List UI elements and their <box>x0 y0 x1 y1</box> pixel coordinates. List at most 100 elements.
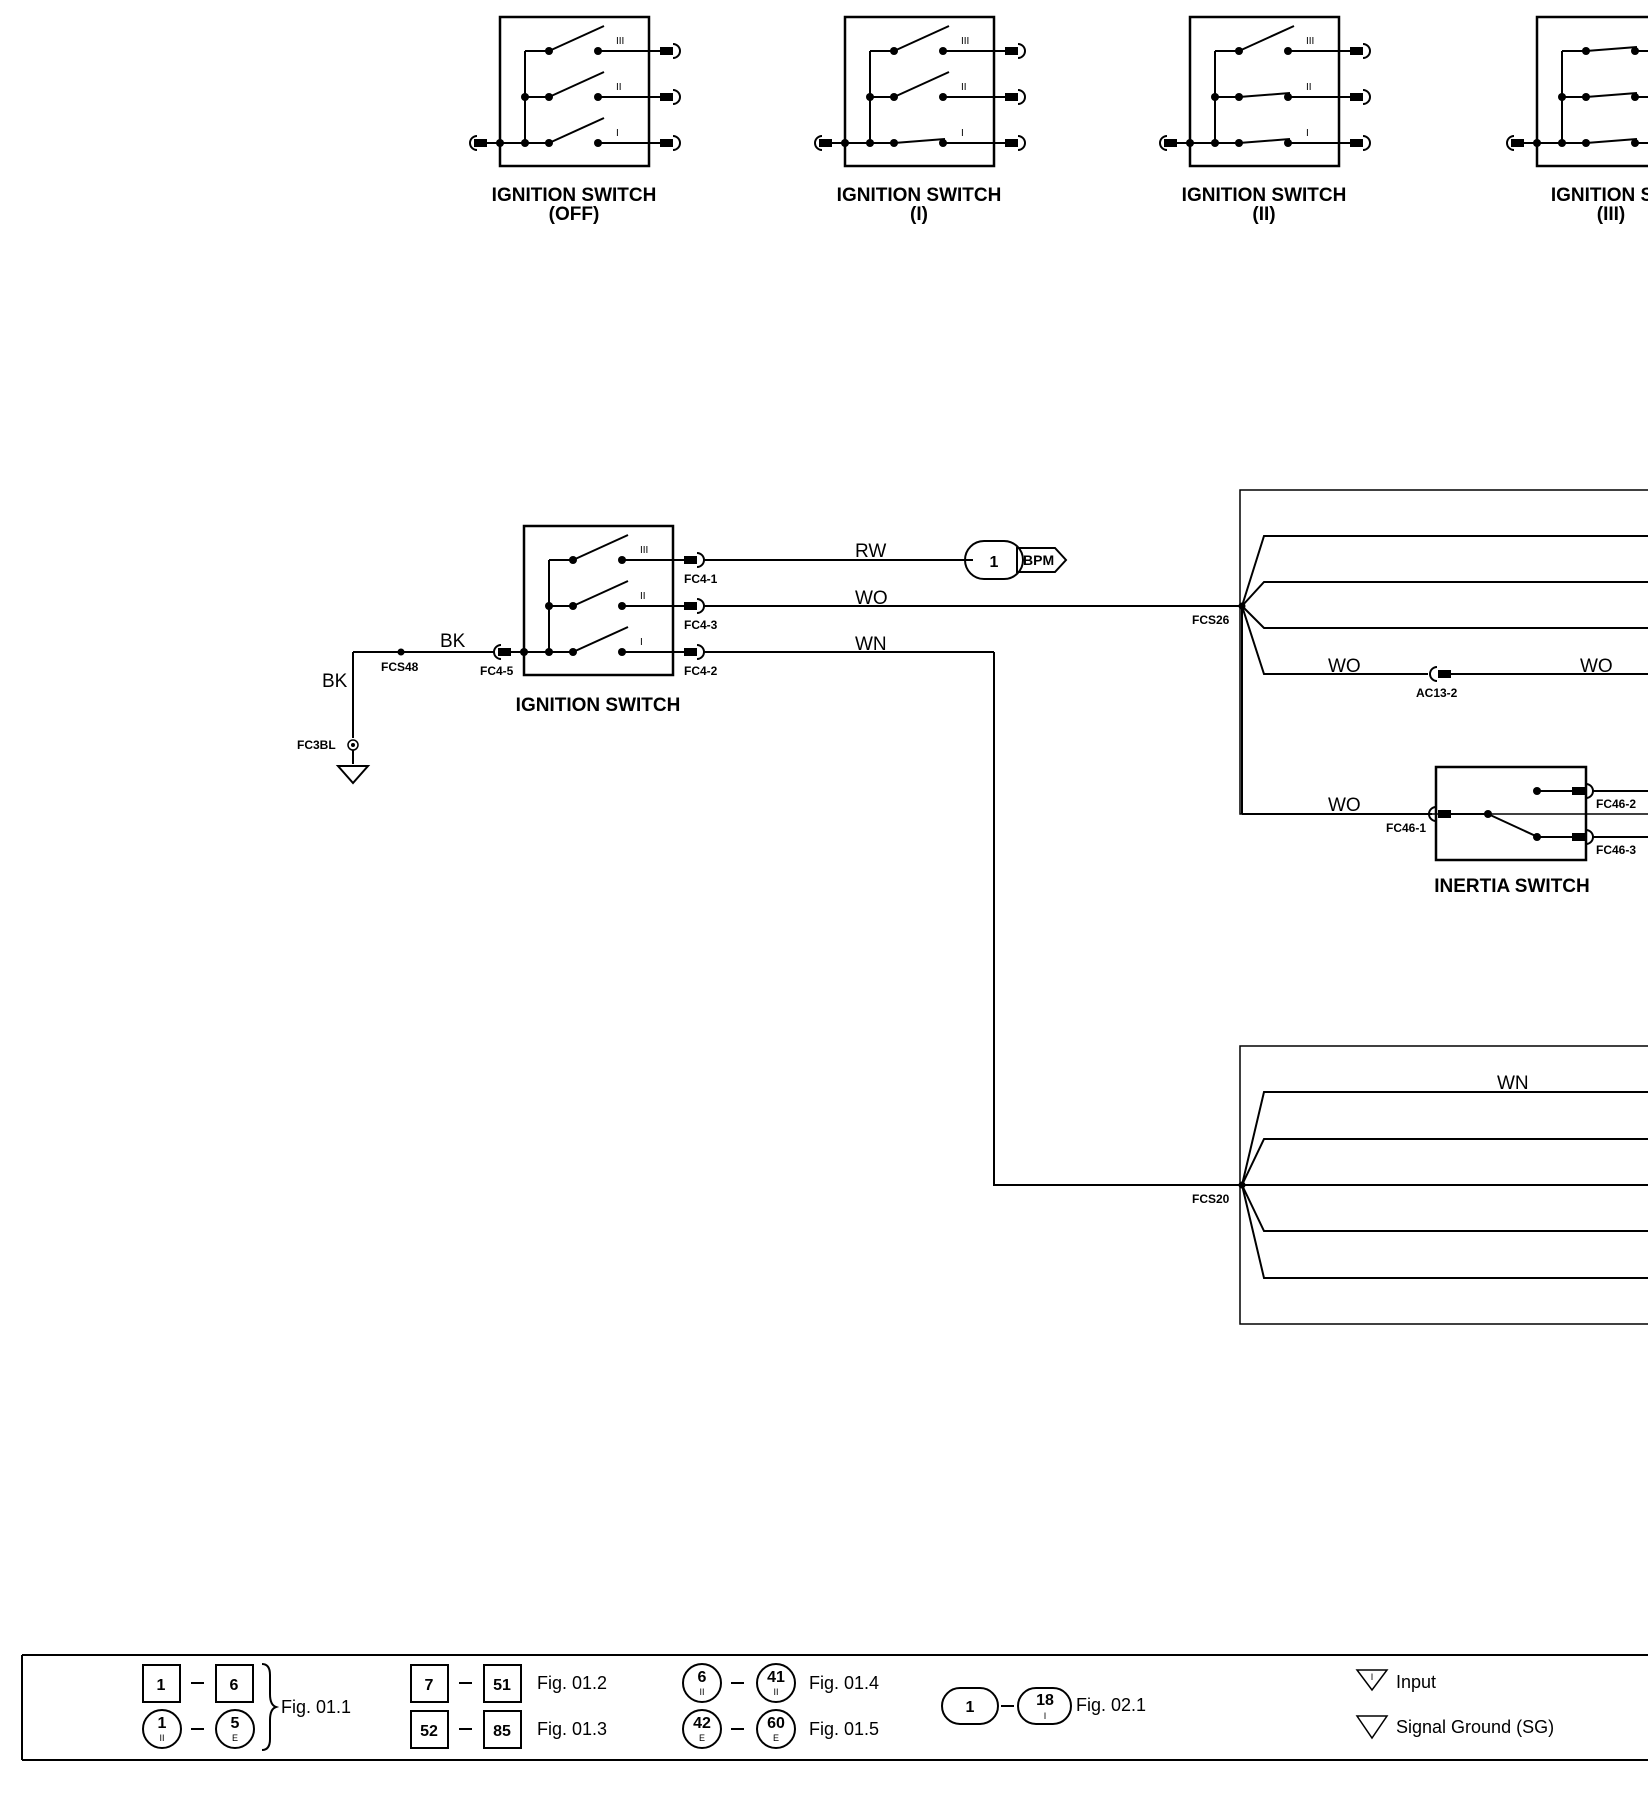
svg-text:Fig. 01.3: Fig. 01.3 <box>537 1719 607 1739</box>
svg-text:1: 1 <box>157 1677 166 1694</box>
svg-text:5: 5 <box>231 1715 240 1732</box>
svg-text:85: 85 <box>493 1723 511 1740</box>
fcs26-bundle-box <box>1239 489 1648 815</box>
wire-label-bk-2: BK <box>322 671 348 692</box>
splice-fcs26: FCS26 <box>1192 613 1230 627</box>
svg-text:41: 41 <box>767 1669 785 1686</box>
state-pos-label: III <box>961 36 969 47</box>
wire-label-wo: WO <box>855 588 888 609</box>
wire-label-bk-1: BK <box>440 631 466 652</box>
svg-text:II: II <box>773 1687 778 1697</box>
svg-text:60: 60 <box>767 1715 785 1732</box>
legend-input: I Input <box>1355 1669 1436 1692</box>
switch-state-title: IGNITION SWITCH <box>837 185 1002 206</box>
connector-fc46-3: FC46-3 <box>1596 843 1636 857</box>
svg-text:1: 1 <box>990 554 999 571</box>
wire-label-wn-2: WN <box>1497 1073 1529 1094</box>
pos-label-iii: III <box>640 545 648 556</box>
pos-label-ii: II <box>640 591 646 602</box>
wire-label-wo-3: WO <box>1580 656 1613 677</box>
state-pos-label: I <box>616 128 619 139</box>
inertia-switch-title: INERTIA SWITCH <box>1434 876 1590 897</box>
connector-ac13-2: AC13-2 <box>1416 686 1458 700</box>
svg-text:7: 7 <box>425 1677 434 1694</box>
svg-text:E: E <box>232 1733 238 1743</box>
state-pos-label: II <box>961 82 967 93</box>
legend: 1 6 1 II 5 E Fig. 01.1 7 51 Fig. 01.2 <box>21 1654 1648 1761</box>
ground-symbol <box>335 765 371 785</box>
svg-text:6: 6 <box>230 1677 239 1694</box>
splice-fcs20: FCS20 <box>1192 1192 1230 1206</box>
connector-fc4-5: FC4-5 <box>480 664 514 678</box>
svg-text:Signal Ground (SG): Signal Ground (SG) <box>1396 1717 1554 1737</box>
svg-text:18: 18 <box>1036 1692 1054 1709</box>
state-pos-label: III <box>1306 36 1314 47</box>
svg-text:II: II <box>159 1733 164 1743</box>
svg-text:I: I <box>1044 1711 1047 1721</box>
svg-text:Input: Input <box>1396 1672 1436 1692</box>
state-pos-label: II <box>616 82 622 93</box>
svg-text:Fig. 01.2: Fig. 01.2 <box>537 1673 607 1693</box>
switch-state-position: (I) <box>910 204 928 225</box>
svg-text:1: 1 <box>158 1715 167 1732</box>
inertia-switch: INERTIA SWITCH FC46-1 FC46-2 FC46-3 <box>1386 765 1648 897</box>
wire-label-wo-4: WO <box>1328 795 1361 816</box>
ground-fc3bl: FC3BL <box>297 738 336 752</box>
connector-fc4-1: FC4-1 <box>684 572 718 586</box>
input-triangle-icon <box>1355 1669 1389 1692</box>
wire-label-wn: WN <box>855 634 887 655</box>
state-pos-label: I <box>961 128 964 139</box>
wo-circuit: WO FCS26 AC13-2 WO WO WO <box>704 489 1648 816</box>
legend-range-1-18: 1 18 I Fig. 02.1 <box>941 1687 1146 1725</box>
svg-text:1: 1 <box>966 1699 975 1716</box>
svg-text:42: 42 <box>693 1715 711 1732</box>
svg-text:I: I <box>1371 1672 1374 1682</box>
state-pos-label: II <box>1306 82 1312 93</box>
wire-label-rw: RW <box>855 541 886 562</box>
ignition-switch-title: IGNITION SWITCH <box>516 695 681 716</box>
svg-text:51: 51 <box>493 1677 511 1694</box>
switch-state-position: (III) <box>1597 204 1626 225</box>
connector-fc4-3: FC4-3 <box>684 618 718 632</box>
wire-label-wo-2: WO <box>1328 656 1361 677</box>
connector-fc46-1: FC46-1 <box>1386 821 1426 835</box>
connector-fc4-2: FC4-2 <box>684 664 718 678</box>
svg-text:E: E <box>699 1733 705 1743</box>
switch-state-title: IGNITION SWITCH <box>1182 185 1347 206</box>
legend-fig-01-1: Fig. 01.1 <box>281 1697 351 1717</box>
legend-range-52-85: 52 85 Fig. 01.3 <box>410 1710 607 1749</box>
ground-circuit: BK BK FCS48 FC3BL <box>297 631 495 785</box>
svg-text:Fig. 01.4: Fig. 01.4 <box>809 1673 879 1693</box>
legend-range-c6-c41: 6 II 41 II Fig. 01.4 <box>682 1663 879 1703</box>
rw-circuit: RW 1 BPM <box>704 540 1068 580</box>
signal-ground-triangle-icon <box>1355 1715 1389 1740</box>
svg-text:52: 52 <box>420 1723 438 1740</box>
wn-circuit: WN FCS20 WN <box>704 634 1648 1325</box>
state-pos-label: III <box>616 36 624 47</box>
splice-fcs48: FCS48 <box>381 660 419 674</box>
state-pos-label: I <box>1306 128 1309 139</box>
legend-signal-ground: Signal Ground (SG) <box>1355 1715 1554 1740</box>
legend-range-7-51: 7 51 Fig. 01.2 <box>410 1664 607 1703</box>
switch-state-position: (II) <box>1252 204 1275 225</box>
legend-range-c42-c60: 42 E 60 E Fig. 01.5 <box>682 1709 879 1749</box>
ignition-switch: III II I IGNITION SWITCH <box>493 524 705 716</box>
switch-state-title: IGNITION SWITCH <box>492 185 657 206</box>
svg-text:E: E <box>773 1733 779 1743</box>
svg-text:BPM: BPM <box>1023 552 1054 568</box>
legend-range-1-6: 1 6 <box>142 1664 254 1703</box>
bpm-label-tag <box>1016 547 1068 573</box>
svg-text:Fig. 01.5: Fig. 01.5 <box>809 1719 879 1739</box>
svg-text:II: II <box>699 1687 704 1697</box>
legend-range-c1-c5: 1 II 5 E <box>142 1709 255 1749</box>
connector-fc46-2: FC46-2 <box>1596 797 1636 811</box>
pos-label-i: I <box>640 637 643 648</box>
switch-state-title: IGNITION SW <box>1551 185 1648 206</box>
switch-state-position: (OFF) <box>549 204 600 225</box>
